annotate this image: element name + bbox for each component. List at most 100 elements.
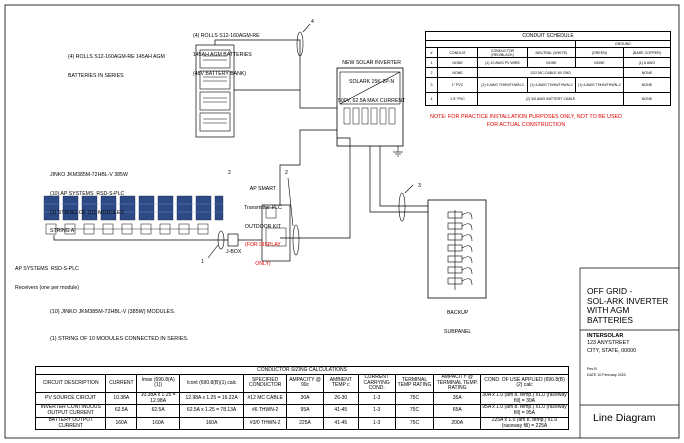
battery-cells bbox=[199, 49, 231, 132]
sizing-cell: 10.38A x 1.25 = 12.98A bbox=[136, 391, 180, 406]
battery-bank-side-label-line: (4) ROLLS S12-160AGM-RE 145AH AGM bbox=[68, 54, 165, 61]
battery-bank-top-label-line: (4) ROLLS S12-160AGM-RE bbox=[193, 33, 260, 40]
battery-bank-top-label: (4) ROLLS S12-160AGM-RE 145AH AGM BATTER… bbox=[193, 21, 260, 83]
title-block-title-line: BATTERIES bbox=[587, 314, 633, 325]
array-label: JINKO JKM385M-72HBL-V 385W (10) AP SYSTE… bbox=[50, 160, 128, 241]
wire-tag: 1 bbox=[201, 259, 204, 265]
conduit-cell: 2 bbox=[424, 67, 439, 78]
conduit-cell: 12/2 MC CABLE W/ GND bbox=[477, 67, 624, 78]
inverter-label-line: SOLARK 15K-2P-N bbox=[349, 79, 395, 86]
wire-tag: 3 bbox=[418, 183, 421, 189]
rsd-label: AP SYSTEMS RSD-S-PLC Receivers (one per … bbox=[15, 254, 79, 297]
ap-smart-label-line: OUTDOOR KIT bbox=[244, 223, 281, 230]
table-row: 4 1.5" PVC (2) 3/0 AWG BATTERY CABLE NON… bbox=[424, 92, 672, 106]
sizing-cell: 75C bbox=[394, 416, 435, 431]
sizing-header: COND. OF USE APPLIED (690.8(B)(2) calc bbox=[480, 374, 569, 393]
sizing-cell: 75C bbox=[394, 391, 435, 406]
sizing-cell: 95A bbox=[286, 404, 324, 418]
conduit-schedule-title: CONDUIT SCHEDULE bbox=[425, 31, 671, 41]
drawing-name: Line Diagram bbox=[593, 412, 656, 424]
title-block-title-line: SOL-ARK INVERTER bbox=[587, 295, 669, 306]
jbox-label: J-BOX bbox=[226, 249, 242, 255]
conduit-cell: (1) 6 AWG THHN/THWN-2 bbox=[526, 77, 576, 93]
conduit-schedule-ground-header: GROUND bbox=[574, 40, 672, 48]
breakers bbox=[447, 211, 473, 286]
sizing-header: Imax (690.8(A)(1)) bbox=[136, 374, 180, 393]
backup-label-line: SUBPANEL bbox=[444, 329, 472, 336]
battery-bank-top-label-line: 145AH AGM BATTERIES bbox=[193, 52, 252, 59]
sizing-cell: 225A bbox=[286, 416, 324, 431]
table-row: 3 1" PVC (2) 6 AWG THHN/THWN-2 (1) 6 AWG… bbox=[424, 77, 672, 93]
sizing-cell: 95A x 1.0 (am b. temp.) x1.0 (raceway fi… bbox=[480, 404, 569, 418]
conduit-cell: 3 bbox=[424, 77, 439, 93]
practice-note: NOTE: FOR PRACTICE INSTALLATION PURPOSES… bbox=[430, 114, 622, 128]
sizing-cell: 225A x 1.0 (am b. temp.) x1.0 (raceway f… bbox=[480, 416, 569, 431]
sizing-cell: 41-45 bbox=[322, 416, 359, 431]
sizing-header: AMPACITY @ 90c bbox=[286, 374, 324, 393]
sizing-header: CIRCUIT DESCRIPTION bbox=[34, 374, 107, 393]
backup-label: BACKUP SUBPANEL bbox=[444, 298, 471, 341]
sizing-cell: #3/0 THWN-2 bbox=[243, 416, 288, 431]
conduit-cell: NONE bbox=[622, 77, 672, 93]
conductor-sizing-table: CONDUCTOR SIZING CALCULATIONS CIRCUIT DE… bbox=[34, 366, 569, 431]
sizing-cell: INVERTER CONTINUOUS OUTPUT CURRENT bbox=[34, 404, 107, 418]
sizing-cell: 30A x 1.0 (am b. temp.) x1.0 (raceway fi… bbox=[480, 391, 569, 406]
sizing-cell: 1-3 bbox=[357, 404, 396, 418]
conduit-cell: NONE bbox=[574, 57, 624, 68]
ap-smart-label: AP SMART Transmitter-PLC OUTDOOR KIT (FO… bbox=[244, 174, 282, 273]
modules-note: (10) JINKO JKM385M-72HBL-V (385W) MODULE… bbox=[50, 290, 188, 353]
conduit-header: NEUTRAL (WHITE) bbox=[526, 47, 576, 58]
solar-array bbox=[43, 195, 224, 235]
table-row: 1 NONE (1) 10 AWG PV WIRE NONE NONE (1) … bbox=[424, 57, 672, 68]
sizing-cell: 26-30 bbox=[322, 391, 359, 406]
backup-label-line: BACKUP bbox=[446, 310, 469, 317]
conduit-header: CONDUCTOR (RED/BLACK) bbox=[477, 47, 528, 58]
title-block-title: OFF GRID - SOL-ARK INVERTER WITH AGM BAT… bbox=[587, 286, 669, 325]
table-row: INVERTER CONTINUOUS OUTPUT CURRENT 62.5A… bbox=[34, 404, 569, 418]
inverter-label-line: 500V, 62.5A MAX CURRENT bbox=[338, 97, 406, 104]
conduit-cell: 1" PVC bbox=[437, 77, 479, 93]
modules-note-line: (10) JINKO JKM385M-72HBL-V (385W) MODULE… bbox=[50, 309, 176, 315]
conduit-header: (GREEN) bbox=[574, 47, 624, 58]
ap-smart-label-line: Transmitter-PLC bbox=[244, 205, 282, 212]
conduit-cell: 1.5" PVC bbox=[437, 92, 479, 106]
wire-tag: 2 bbox=[228, 170, 231, 176]
sizing-title: CONDUCTOR SIZING CALCULATIONS bbox=[35, 366, 569, 375]
jbox-symbol bbox=[227, 233, 239, 247]
inverter-label-line: NEW SOLAR INVERTER bbox=[342, 60, 401, 67]
title-block-title-line: OFF GRID - bbox=[587, 286, 633, 296]
ground-symbol bbox=[393, 146, 403, 157]
company-address: 123 ANYSTREET CITY, STATE, 00000 bbox=[587, 340, 636, 355]
conduit-cell: (1) 6 AWG bbox=[622, 57, 672, 68]
conduit-tags bbox=[207, 23, 414, 259]
rsd-label-line: AP SYSTEMS RSD-S-PLC bbox=[15, 266, 79, 273]
company-name: INTERSOLAR bbox=[587, 333, 624, 339]
ap-smart-red-label: (FOR DISPLAY bbox=[245, 242, 281, 249]
conduit-cell: (1) 6 AWG THHN/THWN-2 bbox=[574, 77, 624, 93]
sizing-cell: #6 THWN-2 bbox=[243, 404, 288, 418]
battery-bank-side-label-line: BATTERIES IN SERIES bbox=[68, 73, 124, 80]
conduit-header: CONDUIT bbox=[437, 47, 479, 58]
array-label-line: STRING A bbox=[50, 228, 75, 235]
sizing-cell: 10.38A bbox=[105, 391, 138, 406]
rsd-label-line: Receivers (one per module) bbox=[15, 285, 80, 292]
conduit-cell: NONE bbox=[526, 57, 576, 68]
conduit-cell: (1) 10 AWG PV WIRE bbox=[477, 57, 528, 68]
wiring bbox=[53, 39, 428, 241]
conduit-cell: NONE bbox=[437, 57, 479, 68]
conduit-cell: (2) 6 AWG THHN/THWN-2 bbox=[477, 77, 528, 93]
sizing-header: CURRENT bbox=[105, 374, 138, 393]
company-address-line: 123 ANYSTREET bbox=[587, 340, 630, 346]
ap-smart-outline bbox=[261, 204, 291, 262]
sizing-header: CURRENT CARRYING COND. bbox=[357, 374, 396, 393]
sizing-cell: 160A bbox=[178, 416, 245, 431]
sizing-cell: 1-3 bbox=[357, 416, 396, 431]
table-row: BATTERY OUTPUT CURRENT 160A 160A 160A #3… bbox=[34, 416, 569, 431]
conduit-cell: 4 bbox=[424, 92, 439, 106]
conduit-cell: (2) 3/0 AWG BATTERY CABLE bbox=[477, 92, 624, 106]
sizing-cell: 62.5A x 1.25 = 78.13A bbox=[178, 404, 245, 418]
sizing-cell: 160A bbox=[136, 416, 180, 431]
array-label-line: (10) AP SYSTEMS RSD-S-PLC bbox=[50, 191, 125, 198]
revision-label: Rev B bbox=[587, 367, 597, 371]
